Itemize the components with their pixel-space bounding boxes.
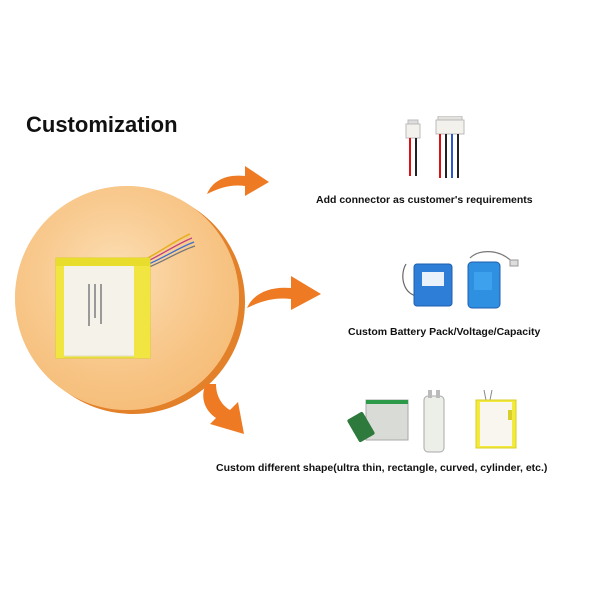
page-title: Customization [26, 112, 178, 137]
main-battery-icon [48, 218, 198, 368]
arrow-icon-1 [203, 158, 273, 200]
caption-connector: Add connector as customer's requirements [316, 194, 533, 206]
battery-shapes-images [346, 386, 522, 456]
battery-pack-images [398, 248, 522, 312]
connector-image [398, 116, 478, 188]
arrow-icon-3 [196, 380, 256, 442]
arrow-icon-2 [243, 268, 325, 314]
caption-pack: Custom Battery Pack/Voltage/Capacity [348, 326, 541, 338]
caption-shape: Custom different shape(ultra thin, recta… [216, 462, 548, 474]
